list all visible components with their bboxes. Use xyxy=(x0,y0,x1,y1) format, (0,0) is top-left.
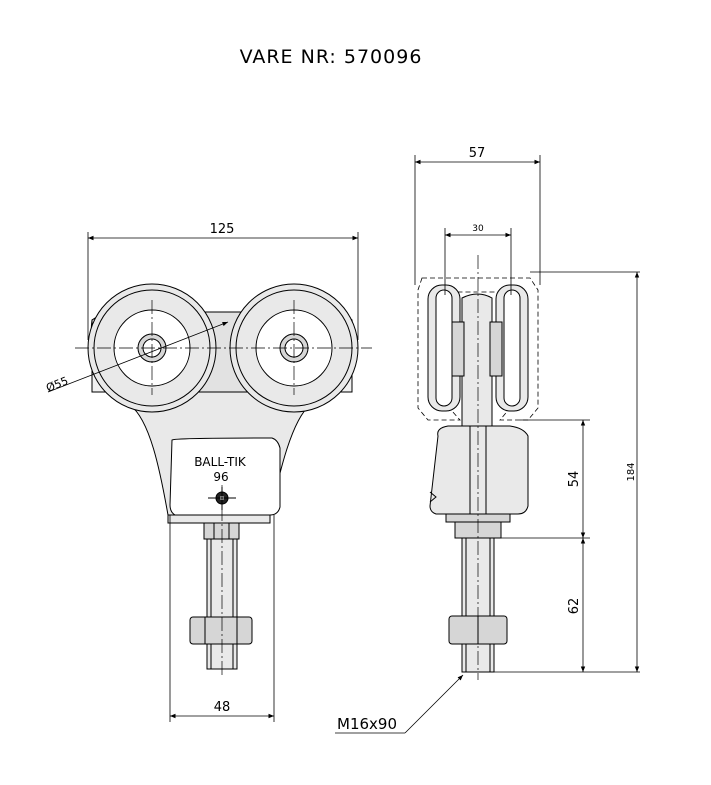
side-housing xyxy=(429,425,529,515)
label-text-96: 96 xyxy=(213,470,228,484)
lower-hex-nut xyxy=(189,616,253,645)
front-view: BALL-TIK 96 xyxy=(44,222,372,722)
drawing-title: VARE NR: 570096 xyxy=(240,46,423,68)
dim-184: 184 xyxy=(626,462,637,481)
upper-hex-nut xyxy=(203,522,240,540)
dim-30: 30 xyxy=(472,224,484,234)
dim-diameter-55: Ø55 xyxy=(44,374,70,395)
dim-62: 62 xyxy=(567,598,582,615)
dim-48: 48 xyxy=(214,700,231,715)
side-bolt-end xyxy=(461,643,495,673)
label-text-ball-tik: BALL-TIK xyxy=(194,455,247,469)
central-stem xyxy=(461,293,493,431)
label-block xyxy=(169,437,281,516)
dim-54: 54 xyxy=(567,471,582,488)
thread-callout: M16x90 xyxy=(337,715,397,733)
dim-57: 57 xyxy=(469,146,486,161)
dim-125: 125 xyxy=(210,222,235,237)
side-view: 57 30 54 62 184 M16x90 xyxy=(335,146,640,734)
base-plate xyxy=(167,514,271,524)
